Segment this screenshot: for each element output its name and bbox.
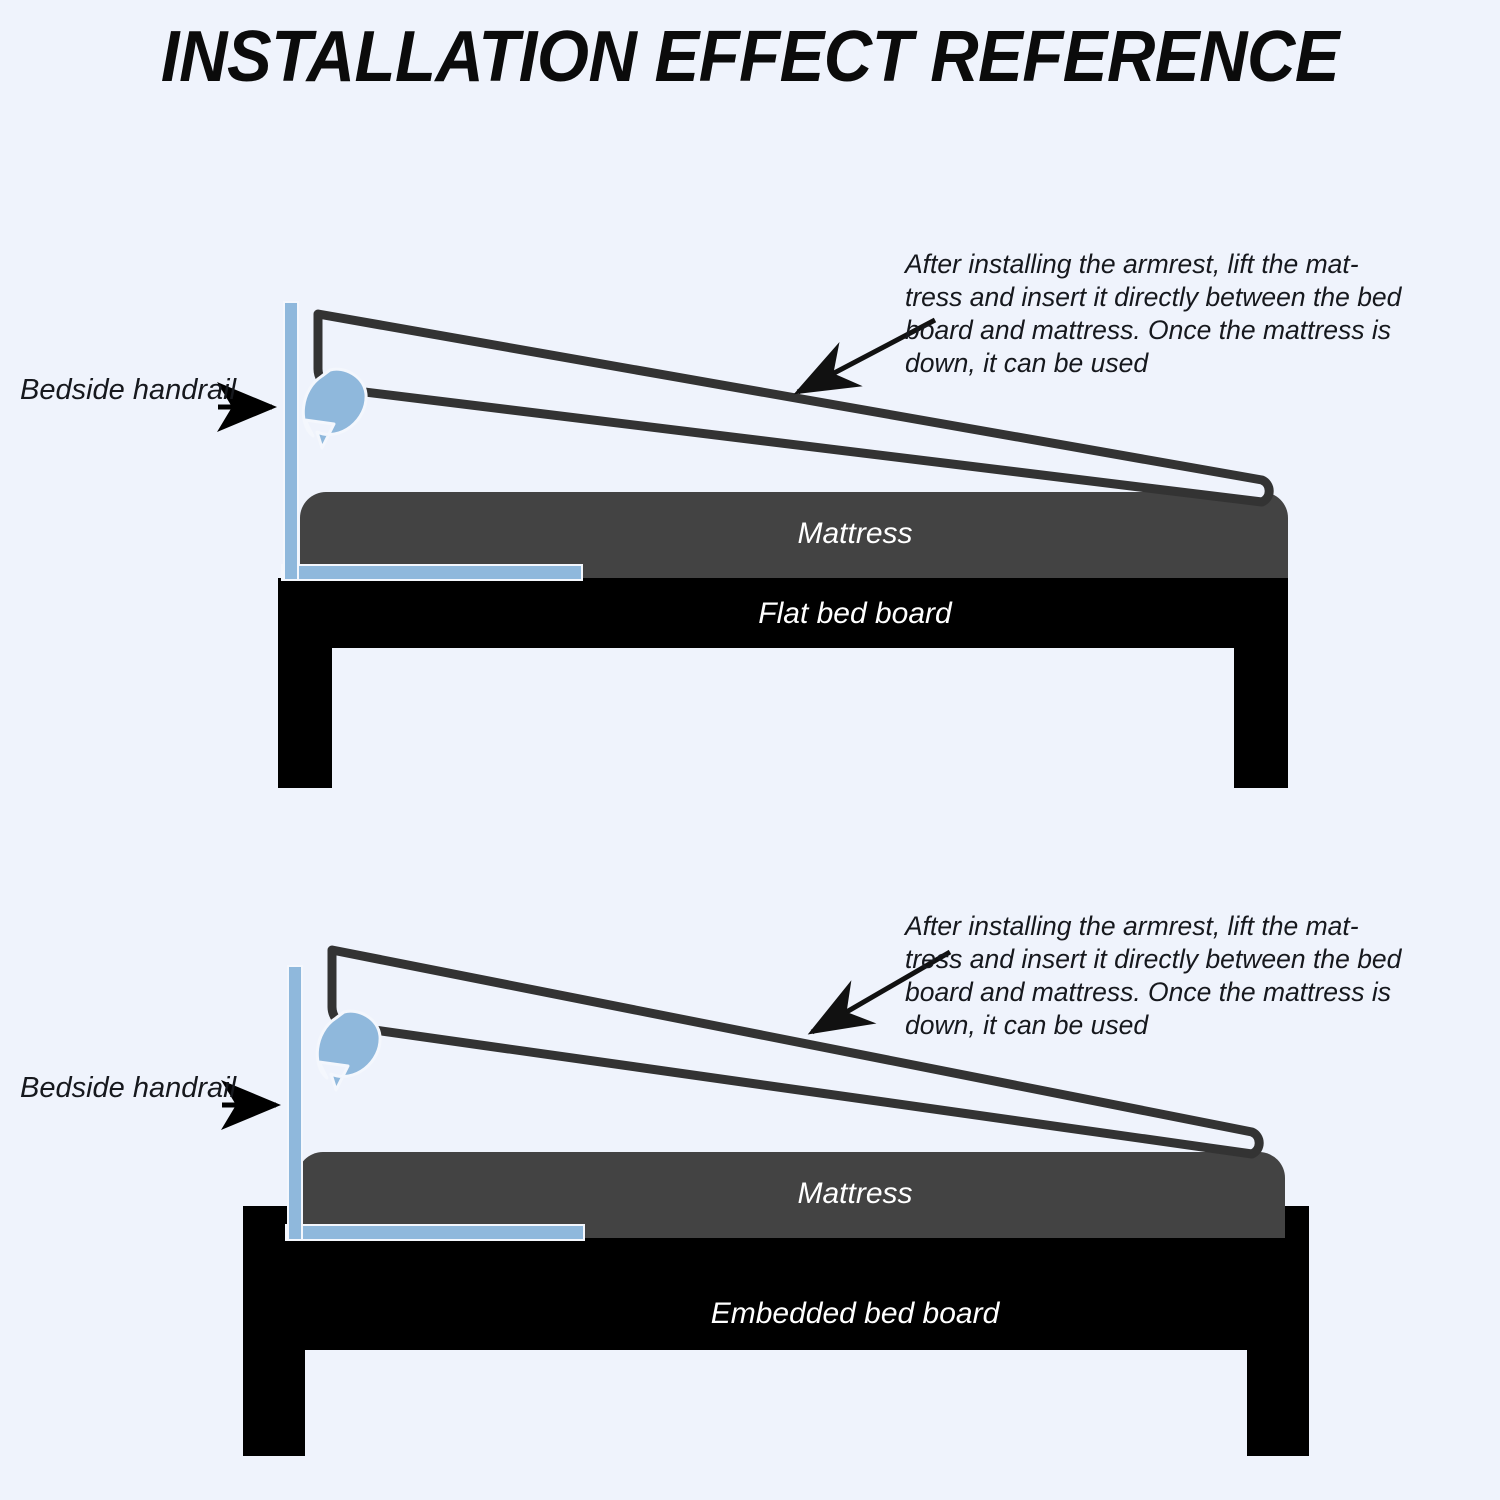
fold-down-rotation-arrow-flat xyxy=(301,367,368,450)
panel-flat-bed-board: Flat bed board Mattress xyxy=(0,180,1500,820)
panel-embedded-bed-board: Embedded bed board Mattress xyxy=(0,840,1500,1480)
note-pointer-arrow-flat xyxy=(793,317,937,395)
flat-bed-frame xyxy=(278,578,1288,788)
embedded-bed-frame xyxy=(243,1206,1309,1456)
installation-note-flat: After installing the armrest, lift the m… xyxy=(905,249,1402,378)
installation-note-embedded: After installing the armrest, lift the m… xyxy=(905,911,1402,1040)
mattress-label-embedded: Mattress xyxy=(797,1177,912,1210)
flat-bed-board-label: Flat bed board xyxy=(758,597,953,630)
note-pointer-arrow-embedded xyxy=(807,949,952,1035)
mattress-label-flat: Mattress xyxy=(797,517,912,550)
mattress-block-flat xyxy=(300,492,1288,578)
embedded-bed-board-label: Embedded bed board xyxy=(711,1297,1001,1330)
page-title: INSTALLATION EFFECT REFERENCE xyxy=(160,17,1340,97)
bedside-handrail-label-flat: Bedside handrail xyxy=(20,374,237,406)
fold-down-rotation-arrow-embedded xyxy=(315,1009,382,1092)
mattress-block-embedded xyxy=(297,1152,1285,1238)
bedside-handrail-bracket-embedded xyxy=(285,965,585,1241)
bedside-handrail-label-embedded: Bedside handrail xyxy=(20,1072,237,1104)
flat-bed-illustration: Flat bed board Mattress xyxy=(217,301,1288,788)
bedside-handrail-bracket-flat xyxy=(281,301,583,581)
armrest-rail-embedded xyxy=(327,945,1264,1159)
embedded-bed-illustration: Embedded bed board Mattress xyxy=(221,945,1309,1456)
